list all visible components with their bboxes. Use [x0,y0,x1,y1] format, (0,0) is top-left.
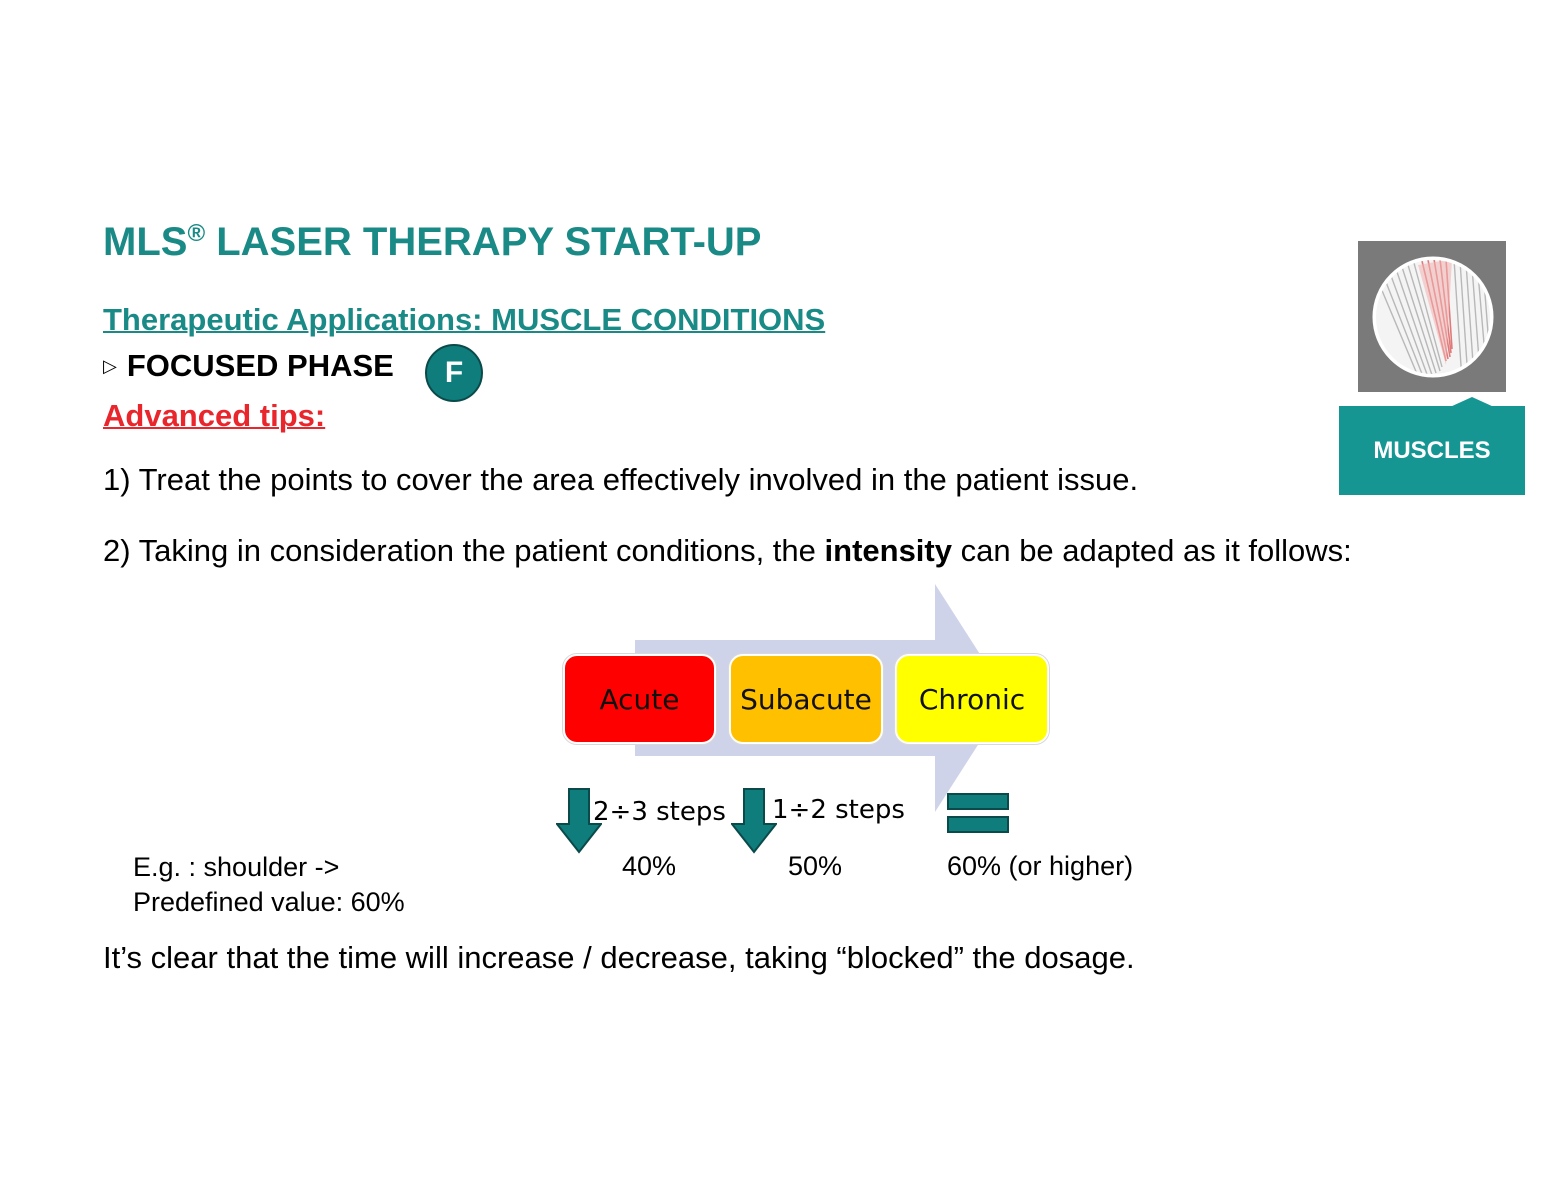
muscle-fibers-icon [1358,241,1506,392]
section-subtitle: Therapeutic Applications: MUSCLE CONDITI… [103,302,826,337]
value-subacute: 50% [788,851,843,881]
phase-badge: F [425,344,483,402]
phase-row: ▷ FOCUSED PHASE [103,348,394,384]
step-label-acute: 2÷3 steps [593,797,726,827]
down-arrow-icon [731,788,777,854]
down-arrow-icon [556,788,602,854]
value-chronic: 60% (or higher) [947,851,1134,881]
stage-acute: Acute [563,654,716,744]
page-title: MLS® LASER THERAPY START-UP [103,220,762,264]
tip-point-1: 1) Treat the points to cover the area ef… [103,462,1139,497]
phase-label: FOCUSED PHASE [126,348,394,383]
advanced-tips-heading: Advanced tips: [103,398,326,433]
intensity-keyword: intensity [824,533,952,568]
triangle-bullet-icon: ▷ [103,356,117,376]
stage-chronic: Chronic [895,654,1049,744]
stage-subacute: Subacute [729,654,883,744]
tab-notch [1450,397,1494,407]
equals-icon [947,793,1009,833]
value-acute: 40% [622,851,677,881]
registered-mark: ® [187,220,206,247]
example-note: E.g. : shoulder -> Predefined value: 60% [133,852,405,917]
step-label-subacute: 1÷2 steps [772,795,905,825]
conclusion-text: It’s clear that the time will increase /… [103,940,1135,975]
tip-point-2: 2) Taking in consideration the patient c… [103,533,1352,568]
category-tab-muscles: MUSCLES [1339,406,1525,495]
